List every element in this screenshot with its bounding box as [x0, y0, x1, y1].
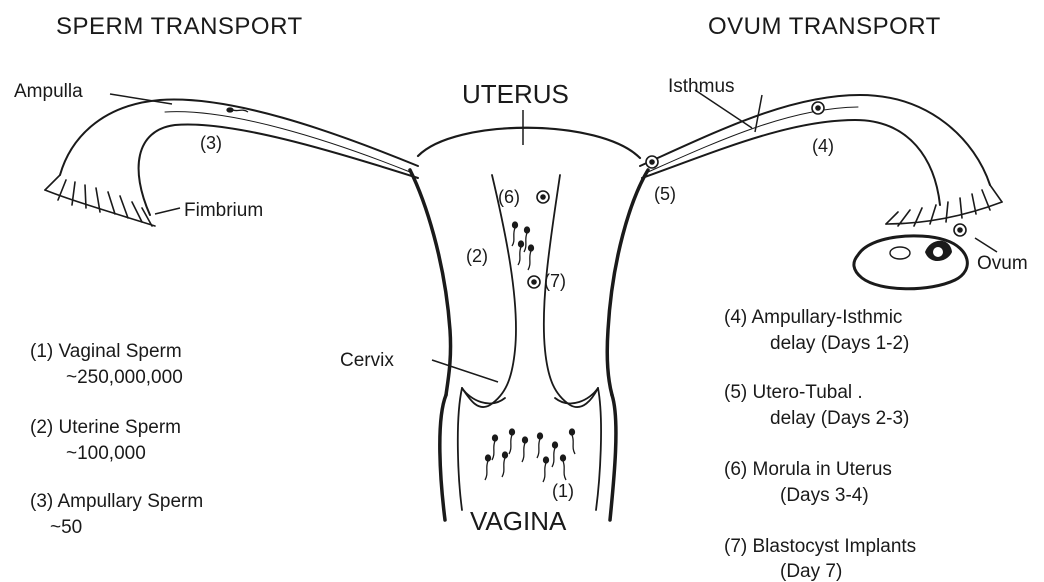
- marker-7: (7): [544, 271, 566, 291]
- marker-2: (2): [466, 246, 488, 266]
- marker-4: (4): [812, 136, 834, 156]
- label-fimbrium: Fimbrium: [184, 200, 263, 221]
- sperm-note-3-line2: ~50: [50, 517, 82, 538]
- ovum-note-6-line1: (6) Morula in Uterus: [724, 459, 892, 480]
- right-fimbriae: [886, 185, 1002, 226]
- sperm-note-1-line2: ~250,000,000: [66, 367, 183, 388]
- label-ampulla: Ampulla: [14, 81, 83, 102]
- sperm-note-2-line2: ~100,000: [66, 443, 146, 464]
- ovum-note-5-line1: (5) Utero-Tubal .: [724, 382, 863, 403]
- ovum-note-6-line2: (Days 3-4): [780, 485, 869, 506]
- ovum-notes: (4) Ampullary-Isthmic delay (Days 1-2) (…: [724, 307, 916, 582]
- label-uterus: UTERUS: [462, 79, 569, 109]
- label-ovum: Ovum: [977, 253, 1028, 274]
- left-fimbriae: [45, 175, 155, 226]
- label-isthmus: Isthmus: [668, 76, 735, 97]
- uterus-outline: [410, 128, 648, 520]
- left-fallopian-tube: [60, 100, 418, 215]
- marker-5: (5): [654, 184, 676, 204]
- sperm-note-2-line1: (2) Uterine Sperm: [30, 417, 181, 438]
- label-vagina: VAGINA: [470, 506, 567, 536]
- heading-sperm-transport: SPERM TRANSPORT: [56, 13, 303, 40]
- label-cervix: Cervix: [340, 350, 394, 371]
- sperm-cells: [227, 108, 575, 482]
- sperm-notes: (1) Vaginal Sperm ~250,000,000 (2) Uteri…: [30, 341, 203, 538]
- marker-1: (1): [552, 481, 574, 501]
- ovary: [854, 236, 967, 289]
- heading-ovum-transport: OVUM TRANSPORT: [708, 13, 941, 40]
- ovum-note-7-line2: (Day 7): [780, 561, 842, 582]
- ovum-note-4-line2: delay (Days 1-2): [770, 333, 909, 354]
- sperm-note-3-line1: (3) Ampullary Sperm: [30, 491, 203, 512]
- marker-6: (6): [498, 187, 520, 207]
- ovum-note-5-line2: delay (Days 2-3): [770, 408, 909, 429]
- marker-3: (3): [200, 133, 222, 153]
- sperm-note-1-line1: (1) Vaginal Sperm: [30, 341, 182, 362]
- ovum-note-7-line1: (7) Blastocyst Implants: [724, 536, 916, 557]
- ovum-note-4-line1: (4) Ampullary-Isthmic: [724, 307, 902, 328]
